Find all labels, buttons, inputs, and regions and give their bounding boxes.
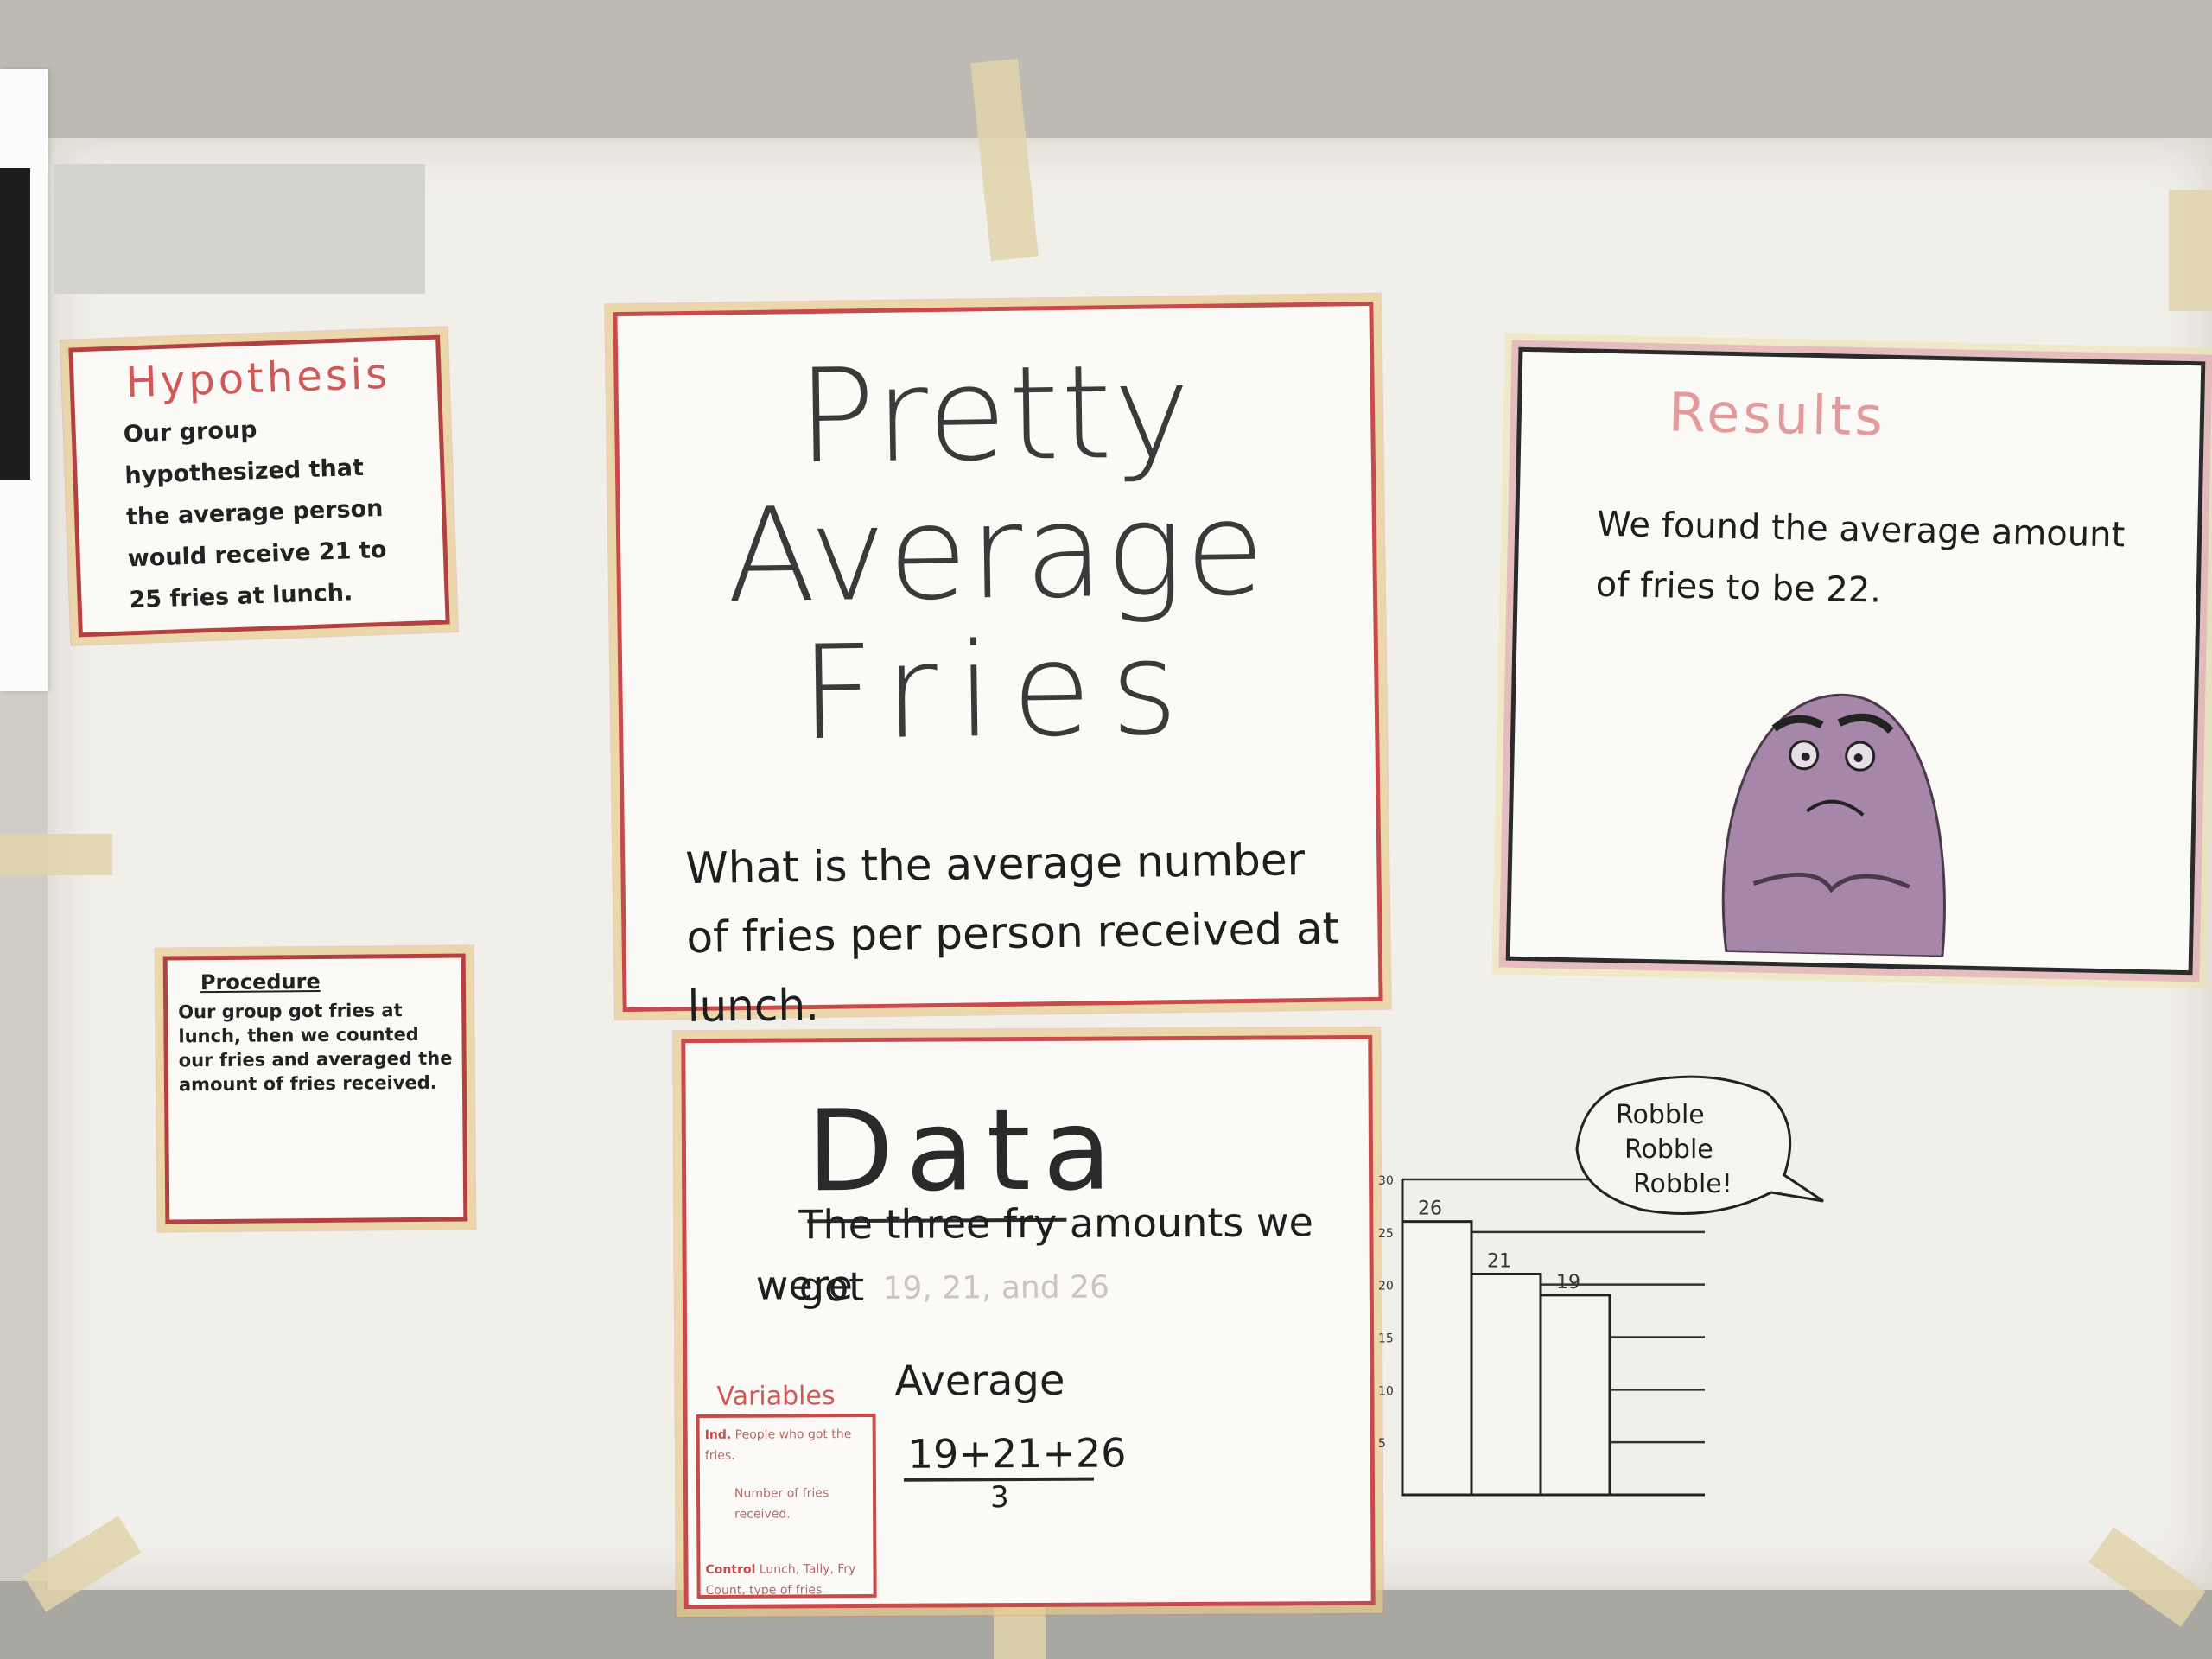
wall-background (0, 0, 2212, 147)
data-box: Data The three fry amounts we got were 1… (681, 1034, 1376, 1610)
y-tick-label-15: 15 (1378, 1332, 1394, 1346)
grimace-brow-left (1771, 715, 1824, 732)
data-values-text: 19, 21, and 26 (882, 1269, 1110, 1306)
hypothesis-heading: Hypothesis (124, 349, 392, 408)
data-text-line2: were 19, 21, and 26 (756, 1253, 1110, 1321)
variables-dependent-text: Number of fries received. (734, 1486, 830, 1522)
bar-3 (1539, 1294, 1611, 1497)
bar-label-2: 21 (1487, 1251, 1511, 1273)
redacted-area (54, 164, 425, 294)
data-text-were: were (755, 1262, 854, 1309)
variables-independent: Ind. People who got the fries. (705, 1424, 868, 1466)
variables-independent-label: Ind. (704, 1427, 732, 1442)
bar-1 (1401, 1220, 1473, 1497)
results-text: We found the average amount of fries to … (1595, 504, 2126, 611)
bar-2 (1470, 1273, 1542, 1497)
hypothesis-box: Hypothesis Our group hypothesized that t… (68, 334, 450, 638)
speech-bubble-line3: Robble! (1633, 1169, 1732, 1199)
procedure-box: Procedure Our group got fries at lunch, … (162, 953, 468, 1224)
bar-label-1: 26 (1418, 1198, 1442, 1220)
variables-heading: Variables (716, 1381, 836, 1412)
fry-count-bar-chart: 30 25 20 15 10 5 26 21 19 (1378, 1174, 1705, 1497)
bar-label-3: 19 (1556, 1272, 1580, 1294)
variables-controlled: Control Lunch, Tally, Fry Count, type of… (705, 1559, 868, 1601)
grimace-brow-right (1837, 713, 1894, 734)
grimace-pupil-right (1853, 753, 1863, 763)
variables-box: Variables Ind. People who got the fries.… (696, 1381, 877, 1601)
average-label: Average (894, 1356, 1065, 1406)
y-tick-label-25: 25 (1378, 1227, 1394, 1241)
procedure-text: Our group got fries at lunch, then we co… (178, 1000, 453, 1096)
grimace-character (1721, 693, 1946, 958)
poster-title-line1: Pretty Average (725, 336, 1268, 632)
title-box: Pretty Average Fries What is the average… (613, 301, 1383, 1032)
results-heading: Results (1668, 380, 1887, 448)
grimace-mouth (1806, 799, 1865, 817)
hypothesis-text: Our group hypothesized that the average … (123, 416, 387, 614)
procedure-heading: Procedure (200, 969, 321, 995)
grimace-body (1721, 693, 1946, 958)
adjacent-dark-strip (0, 168, 30, 480)
y-tick-label-5: 5 (1378, 1437, 1386, 1451)
y-tick-label-30: 30 (1378, 1174, 1394, 1188)
speech-bubble: Robble Robble Robble! (1575, 1075, 1824, 1215)
tape-top-right (2169, 190, 2212, 311)
tape-left-middle (0, 834, 112, 875)
speech-bubble-outline (1575, 1075, 1824, 1215)
research-question: What is the average number of fries per … (684, 835, 1340, 1033)
results-box: Results We found the average amount of f… (1505, 346, 2206, 976)
speech-bubble-line2: Robble (1624, 1135, 1713, 1165)
speech-bubble-line1: Robble (1616, 1100, 1705, 1130)
average-denominator: 3 (989, 1480, 1009, 1516)
y-tick-label-10: 10 (1378, 1384, 1394, 1398)
variables-controlled-label: Control (705, 1562, 756, 1577)
average-numerator: 19+21+26 (907, 1429, 1127, 1478)
grimace-arms (1752, 872, 1910, 893)
grimace-pupil-left (1801, 752, 1810, 761)
poster-title-line2: Fries (798, 613, 1198, 770)
y-tick-label-20: 20 (1378, 1280, 1394, 1294)
